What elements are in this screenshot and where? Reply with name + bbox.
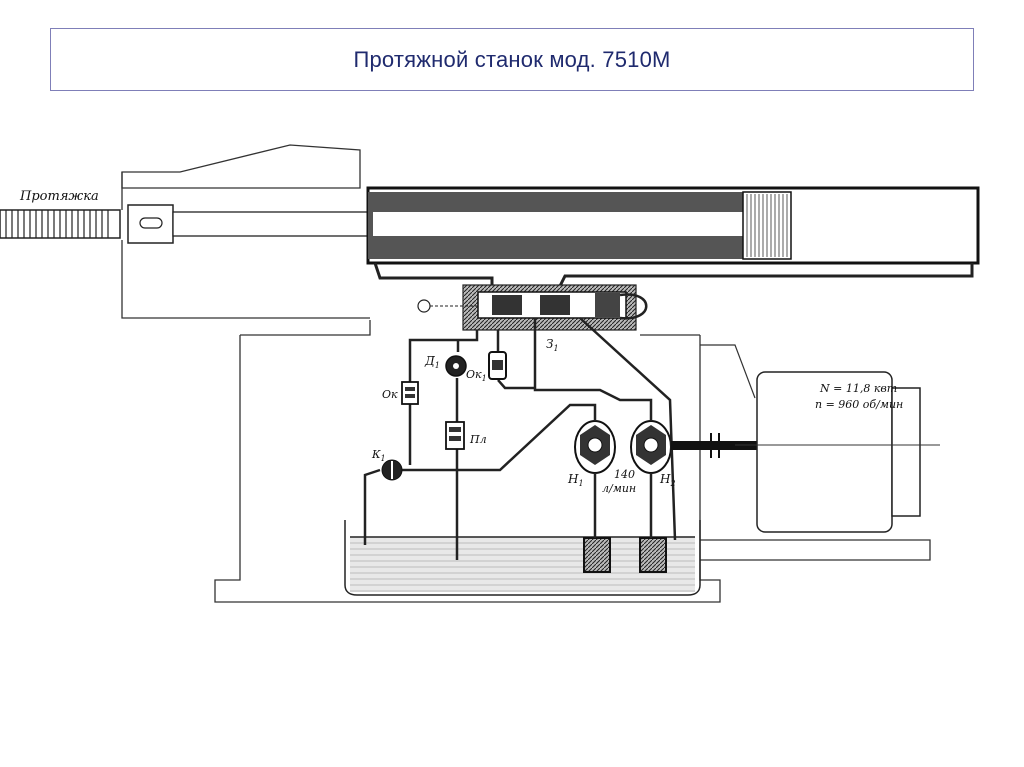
filter-right (639, 537, 667, 573)
hydraulic-cylinder (366, 186, 980, 265)
pump-h1-label: Н1 (567, 472, 584, 488)
control-valve (462, 284, 648, 331)
tap-k1 (381, 459, 403, 481)
oil-tank (344, 520, 701, 596)
check-valve-ok1-label: Ок1 (466, 368, 487, 383)
valve-handle-knob (417, 299, 431, 313)
electric-motor (700, 344, 940, 533)
motor-speed-label: n = 960 об/мин (815, 398, 903, 411)
throttle-d1 (445, 355, 467, 377)
relief-valve-pl-label: Пл (469, 433, 487, 446)
relief-valve-pl (445, 421, 465, 450)
check-valve-ok-label: Ок (382, 388, 398, 401)
slide-title: Протяжной станок мод. 7510М (353, 46, 671, 72)
title-frame: Протяжной станок мод. 7510М (50, 28, 974, 91)
pump-h2-label: Н2 (659, 472, 676, 488)
filter-left (583, 537, 611, 573)
flow-value-label: 140 (614, 468, 635, 481)
machine-base (214, 320, 931, 603)
throttle-d1-label: Д1 (424, 354, 440, 370)
pump-h1 (574, 420, 616, 474)
flow-unit-label: л/мин (602, 482, 636, 495)
check-valve-ok (401, 381, 419, 405)
broach-holder (127, 204, 174, 244)
motor-power-label: N = 11,8 квт (819, 382, 897, 395)
tap-k1-label: К1 (371, 448, 386, 463)
pump-h2 (630, 420, 672, 474)
valve-z1-label: З1 (546, 337, 559, 353)
check-valve-ok1 (488, 351, 507, 380)
broach-label: Протяжка (19, 189, 99, 204)
machine-bed-outline (121, 144, 361, 189)
broach-tool (0, 209, 121, 239)
drive-shaft (671, 441, 761, 450)
